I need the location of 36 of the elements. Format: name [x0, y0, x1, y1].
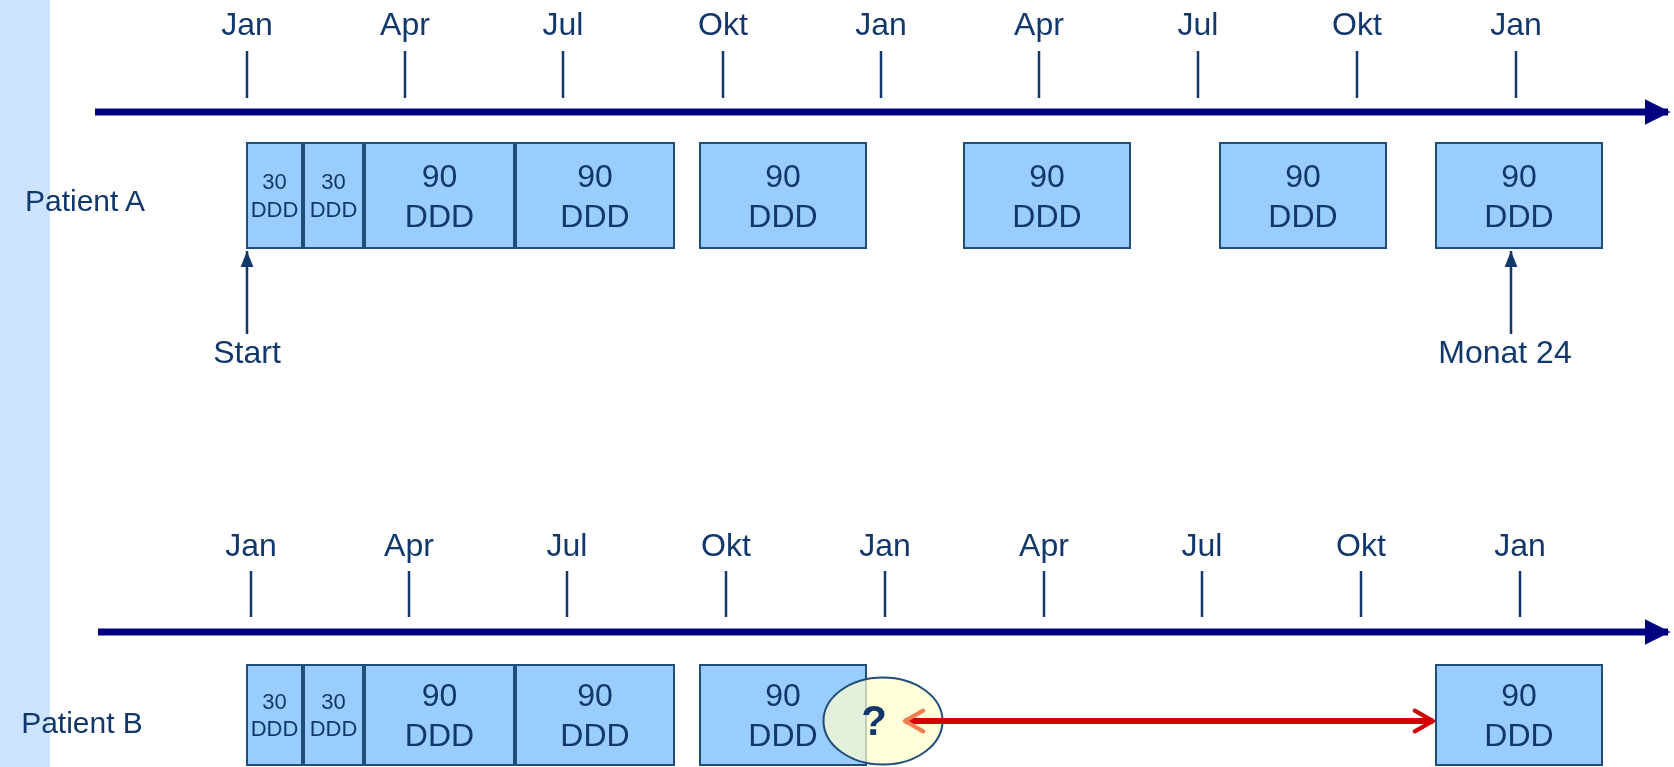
month-label: Okt: [1332, 5, 1382, 43]
month-label: Jan: [1494, 526, 1546, 564]
question-bubble: ?: [822, 676, 944, 766]
month-label: Jan: [221, 5, 273, 43]
dose-box: 30 DDD: [303, 142, 364, 249]
month-label: Apr: [384, 526, 434, 564]
patient-label: Patient A: [24, 184, 146, 218]
dose-box: 90 DDD: [1435, 142, 1603, 249]
month-label: Jan: [1490, 5, 1542, 43]
dose-box: 90 DDD: [963, 142, 1131, 249]
dose-box: 30 DDD: [303, 664, 364, 766]
patient-label: Patient B: [21, 706, 143, 740]
month-label: Jan: [855, 5, 907, 43]
month-label: Okt: [1336, 526, 1386, 564]
dose-box: 90 DDD: [1435, 664, 1603, 766]
annotation-label: Start: [213, 333, 281, 371]
month-label: Jul: [546, 526, 588, 564]
annotation-label: Monat 24: [1438, 333, 1572, 371]
month-label: Okt: [701, 526, 751, 564]
month-label: Apr: [1019, 526, 1069, 564]
dose-box: 90 DDD: [1219, 142, 1387, 249]
dose-box: 90 DDD: [364, 664, 515, 766]
month-label: Apr: [380, 5, 430, 43]
month-label: Jul: [542, 5, 584, 43]
month-label: Jan: [859, 526, 911, 564]
month-label: Jul: [1177, 5, 1219, 43]
month-label: Okt: [698, 5, 748, 43]
month-label: Apr: [1014, 5, 1064, 43]
dose-box: 90 DDD: [515, 142, 675, 249]
dose-box: 90 DDD: [699, 142, 867, 249]
dose-box: 30 DDD: [246, 664, 303, 766]
dose-box: 90 DDD: [515, 664, 675, 766]
dose-box: 30 DDD: [246, 142, 303, 249]
dose-box: 90 DDD: [364, 142, 515, 249]
month-label: Jan: [225, 526, 277, 564]
month-label: Jul: [1181, 526, 1223, 564]
